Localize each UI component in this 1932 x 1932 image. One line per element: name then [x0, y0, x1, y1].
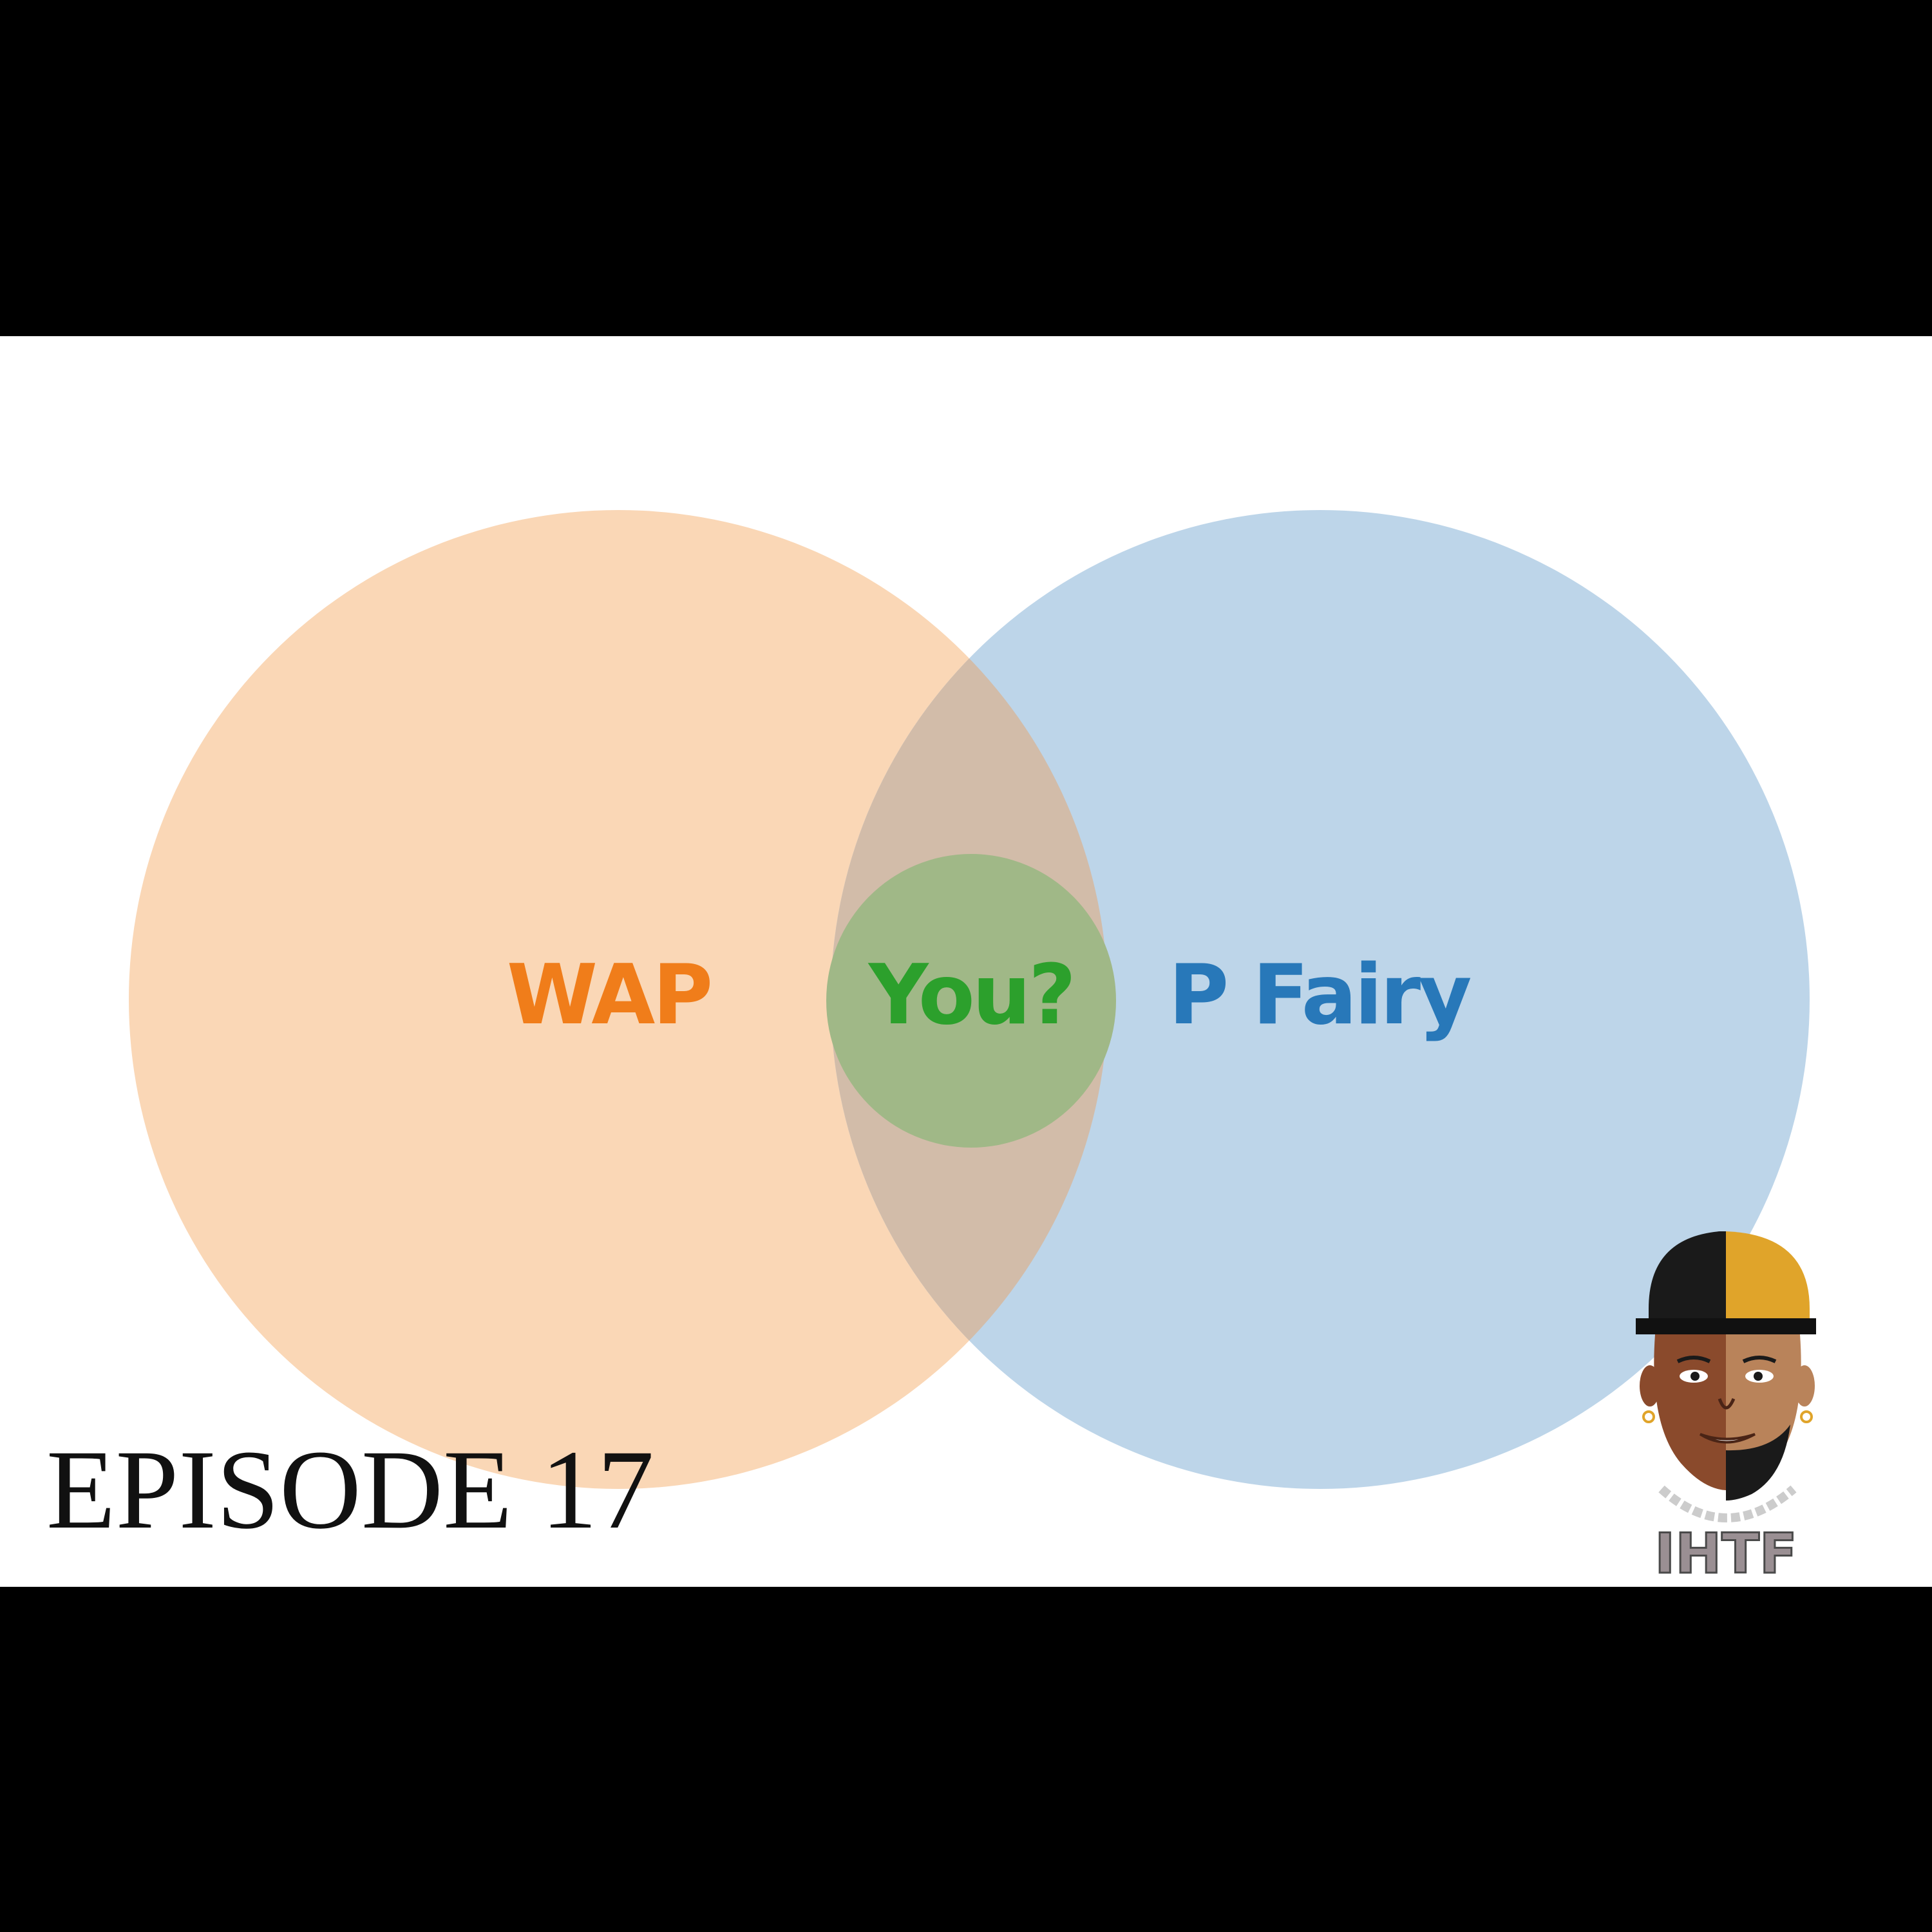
venn-diagram: WAP You? P Fairy [129, 510, 1810, 1489]
venn-label-you: You? [867, 947, 1074, 1043]
venn-set-p-fairy [831, 510, 1810, 1489]
venn-set-wap [129, 510, 1108, 1489]
venn-label-wap: WAP [507, 947, 710, 1043]
venn-center-you [826, 854, 1116, 1148]
episode-title: EPISODE 17 [46, 1427, 654, 1553]
venn-panel: WAP You? P Fairy EPISODE 17 [0, 336, 1932, 1587]
letterbox-bottom [0, 1587, 1932, 1932]
cartoon-face-logo-icon: IHTF [1636, 1231, 1816, 1586]
letterbox-top [0, 0, 1932, 336]
logo-text: IHTF [1654, 1522, 1797, 1586]
venn-label-p-fairy: P Fairy [1168, 947, 1471, 1043]
